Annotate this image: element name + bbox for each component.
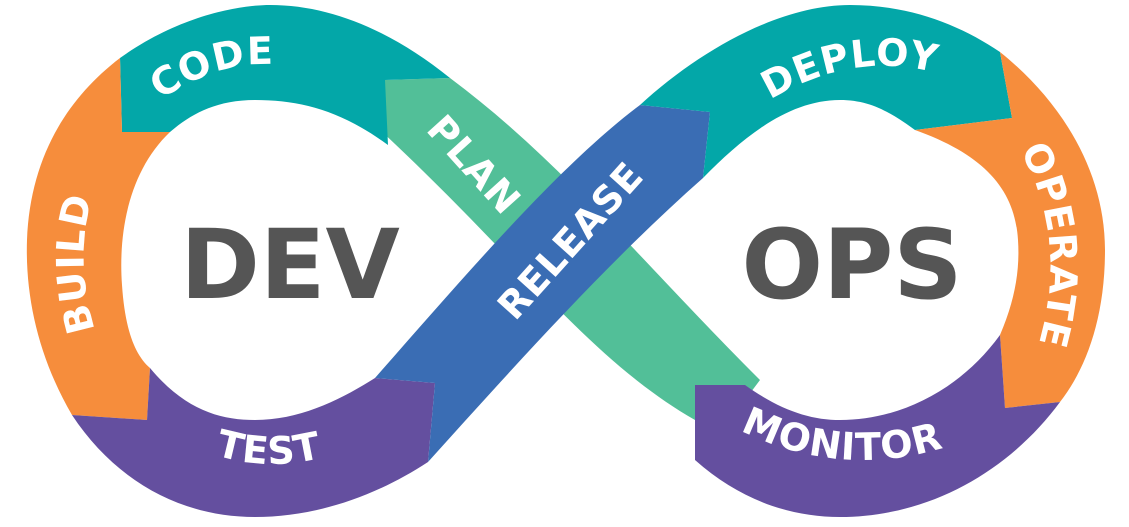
stage-test-band (72, 368, 435, 517)
stage-operate-band (915, 52, 1105, 408)
stage-monitor-band (695, 335, 1060, 517)
stage-code-band (120, 5, 450, 145)
stage-deploy-band (640, 5, 1012, 178)
stage-build-band (26, 58, 170, 420)
ops-title: OPS (741, 209, 962, 321)
stage-test-label: TEST (213, 421, 325, 473)
stage-release-band (375, 105, 710, 462)
dev-title: DEV (180, 209, 400, 321)
